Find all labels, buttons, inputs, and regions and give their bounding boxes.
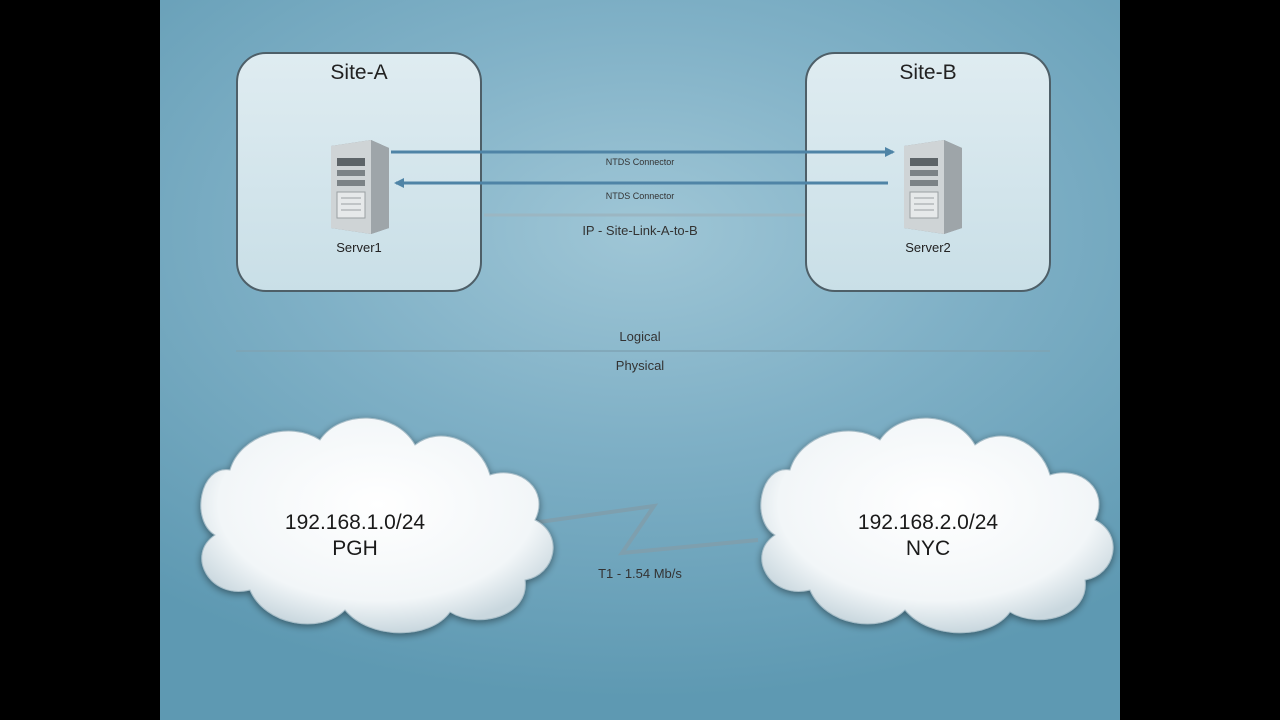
site-a-box: Site-A Server1 [236, 52, 482, 292]
site-a-title: Site-A [330, 61, 388, 84]
cloud-pgh-label: 192.168.1.0/24 PGH [220, 510, 490, 562]
logical-label: Logical [619, 329, 661, 344]
ntds-connector-label-bottom: NTDS Connector [605, 191, 675, 201]
cloud-nyc [760, 417, 1114, 634]
server1-label: Server1 [336, 240, 382, 255]
t1-wan-link [531, 503, 759, 556]
t1-link-label: T1 - 1.54 Mb/s [598, 566, 682, 581]
server-icon [904, 140, 962, 234]
pgh-subnet: 192.168.1.0/24 [284, 511, 426, 534]
cloud-pgh [200, 417, 554, 634]
server-icon [331, 140, 389, 234]
ntds-connector-label-top: NTDS Connector [605, 157, 675, 167]
site-b-box: Site-B Server2 [805, 52, 1051, 292]
network-clouds [200, 417, 1114, 634]
pgh-city: PGH [332, 537, 378, 560]
nyc-city: NYC [905, 537, 951, 560]
diagram-canvas: Site-A Server1 Site-B [160, 0, 1120, 720]
nyc-subnet: 192.168.2.0/24 [857, 511, 999, 534]
cloud-nyc-label: 192.168.2.0/24 NYC [793, 510, 1063, 562]
physical-label: Physical [615, 358, 665, 373]
site-b-title: Site-B [899, 61, 957, 84]
server2-label: Server2 [905, 240, 951, 255]
site-link-label: IP - Site-Link-A-to-B [582, 223, 698, 238]
logical-links [236, 147, 1050, 556]
